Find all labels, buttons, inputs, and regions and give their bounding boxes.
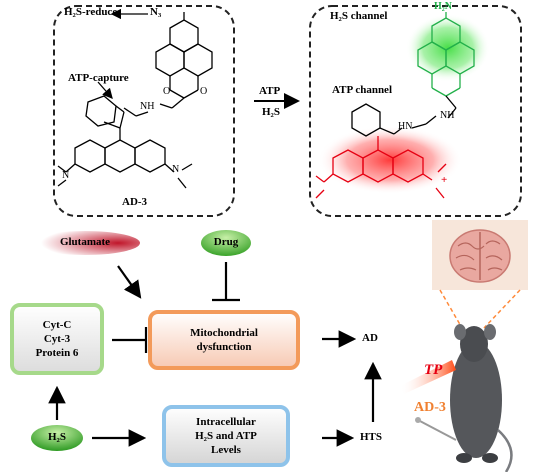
glutamate-pill <box>30 231 140 255</box>
cyt-box-text: Cyt-C Cyt-3 Protein 6 <box>12 305 102 373</box>
cyt-c-label: Cyt-C <box>42 319 72 331</box>
n-left-label: N <box>62 170 70 181</box>
brain-icon <box>449 229 511 283</box>
oxygen-label-2: O <box>200 86 208 97</box>
hn-label: HN <box>398 121 413 132</box>
h2s-reduce-label: H₂S-reduce <box>64 6 118 18</box>
ad3-name: AD-3 <box>122 196 148 208</box>
ad3-structure <box>57 12 213 189</box>
protein-6-label: Protein 6 <box>35 347 79 359</box>
h2s-pill <box>31 425 83 451</box>
ad-label: AD <box>362 332 378 344</box>
amine-label: H₂N <box>434 1 452 12</box>
atp-capture-label: ATP-capture <box>68 72 129 84</box>
glutamate-arrow <box>117 265 142 299</box>
hts-label: HTS <box>360 431 383 443</box>
h2s-channel-label: H₂S channel <box>330 10 388 22</box>
mouse-icon <box>450 324 513 472</box>
azide-label: N₃ <box>150 6 162 18</box>
mito-line-1: Mitochondrial <box>190 327 258 339</box>
n-right-label: N <box>172 164 180 175</box>
cyt-box <box>10 303 104 375</box>
ad3-bottom-label: AD-3 <box>414 400 446 415</box>
intra-box <box>162 405 290 467</box>
intra-box-text: Intracellular H₂S and ATP Levels <box>164 407 288 465</box>
atp-channel-label: ATP channel <box>332 84 393 96</box>
intra-line-2: H₂S and ATP <box>195 430 257 442</box>
intra-line-1: Intracellular <box>196 416 256 428</box>
drug-pill <box>201 230 251 256</box>
drug-label: Drug <box>213 236 239 248</box>
tp-beam <box>400 360 456 394</box>
mito-box-text: Mitochondrial dysfunction <box>150 312 298 368</box>
product-nh-label: NH <box>440 110 455 121</box>
tp-label: TP <box>424 362 443 378</box>
intra-line-3: Levels <box>211 444 241 456</box>
mito-line-2: dysfunction <box>196 341 252 353</box>
right-probe-box <box>309 5 522 217</box>
cyt-3-label: Cyt-3 <box>43 333 71 345</box>
arrow-atp-label: ATP <box>259 85 281 97</box>
red-glow <box>318 126 462 194</box>
plus-label: + <box>441 174 448 186</box>
syringe-icon <box>415 417 457 441</box>
h2s-pill-label: H₂S <box>48 431 66 443</box>
glutamate-label: Glutamate <box>59 236 111 248</box>
mito-box <box>148 310 300 370</box>
left-probe-box <box>53 5 235 217</box>
green-glow <box>406 14 490 82</box>
product-structure <box>315 12 475 199</box>
arrow-h2s-label: H₂S <box>262 106 280 118</box>
nh-label: NH <box>140 101 155 112</box>
oxygen-label-1: O <box>163 86 171 97</box>
